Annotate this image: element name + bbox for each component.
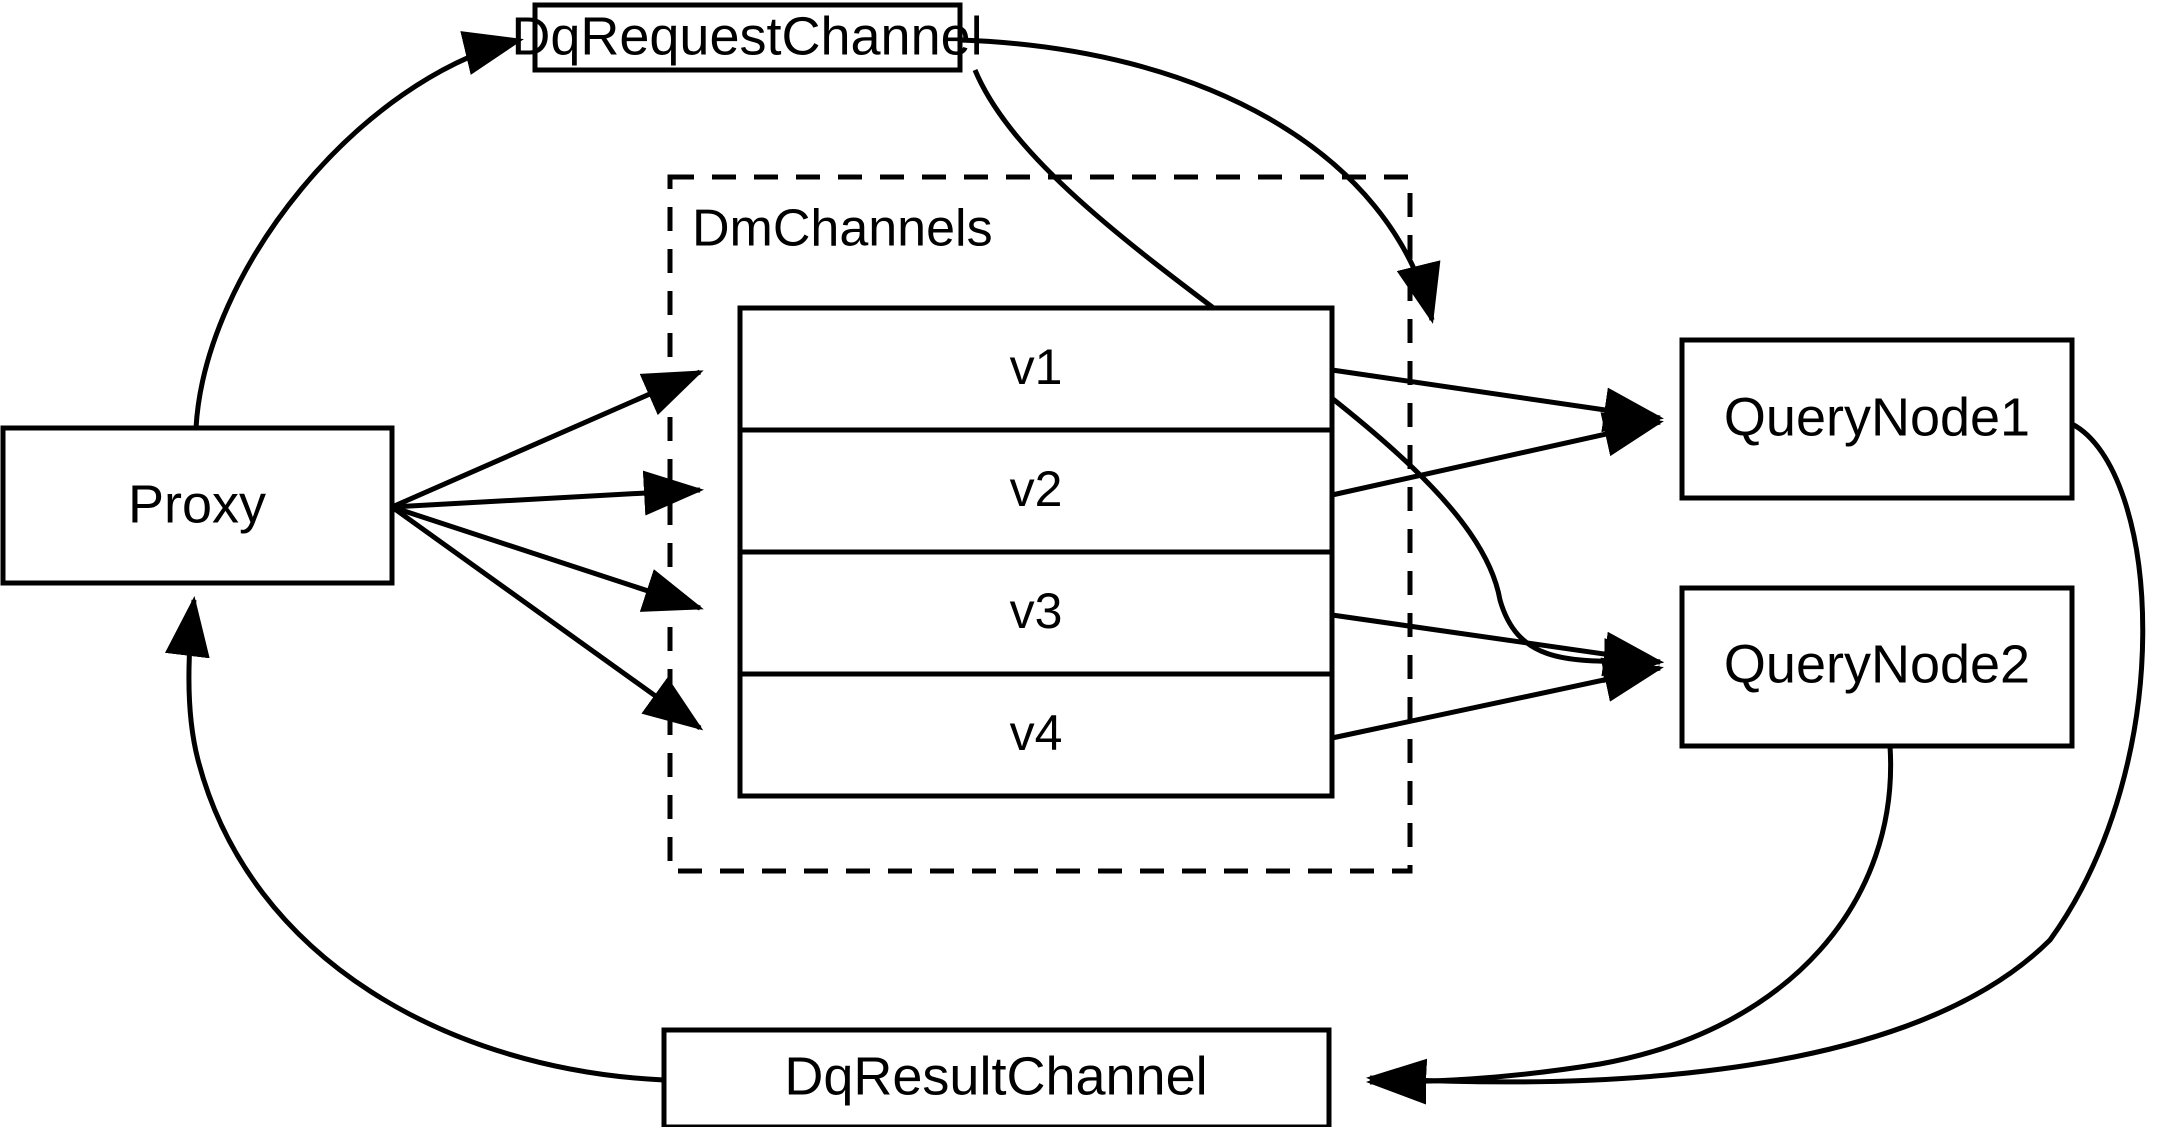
node-query-node-2[interactable] <box>1679 585 2075 749</box>
node-proxy-label: Proxy <box>128 474 266 534</box>
node-proxy[interactable] <box>0 425 395 586</box>
edge-dqresultchannel-to-proxy <box>164 596 665 1083</box>
node-dq-result-channel-label: DqResultChannel <box>784 1046 1207 1106</box>
edge-v2-to-querynode1 <box>1331 412 1664 498</box>
edge-v3-to-querynode2 <box>1331 612 1664 677</box>
edge-proxy-to-dqrequestchannel <box>193 31 524 429</box>
edge-querynode2-to-dqresultchannel <box>1365 745 1894 1105</box>
v-channel-label-v4: v4 <box>1010 705 1063 761</box>
edge-proxy-to-v1 <box>390 369 704 510</box>
node-dq-request-channel[interactable] <box>532 2 963 73</box>
edge-v1-to-querynode1 <box>1331 367 1664 433</box>
node-query-node-1[interactable] <box>1679 337 2075 501</box>
v-channel-label-v1: v1 <box>1010 339 1063 395</box>
dm-channels-label: DmChannels <box>692 200 993 258</box>
edge-proxy-to-v3 <box>391 504 704 612</box>
v-channel-label-v2: v2 <box>1010 461 1063 517</box>
dm-channels-group <box>667 174 1413 874</box>
edge-proxy-to-v4 <box>390 504 704 731</box>
edge-querynode1-to-dqresultchannel <box>1366 421 2146 1104</box>
v-channel-label-v3: v3 <box>1010 583 1063 639</box>
node-dq-request-channel-label: DqRequestChannel <box>511 6 982 66</box>
node-query-node-1-label: QueryNode1 <box>1724 387 2030 447</box>
edge-dqrequestchannel-to-querynode2 <box>972 69 1664 684</box>
edge-v4-to-querynode2 <box>1331 657 1664 741</box>
edge-proxy-to-v2 <box>391 470 704 516</box>
node-query-node-2-label: QueryNode2 <box>1724 634 2030 694</box>
node-dq-result-channel[interactable] <box>661 1027 1332 1127</box>
edge-dqrequestchannel-to-querynode1 <box>959 37 1441 324</box>
